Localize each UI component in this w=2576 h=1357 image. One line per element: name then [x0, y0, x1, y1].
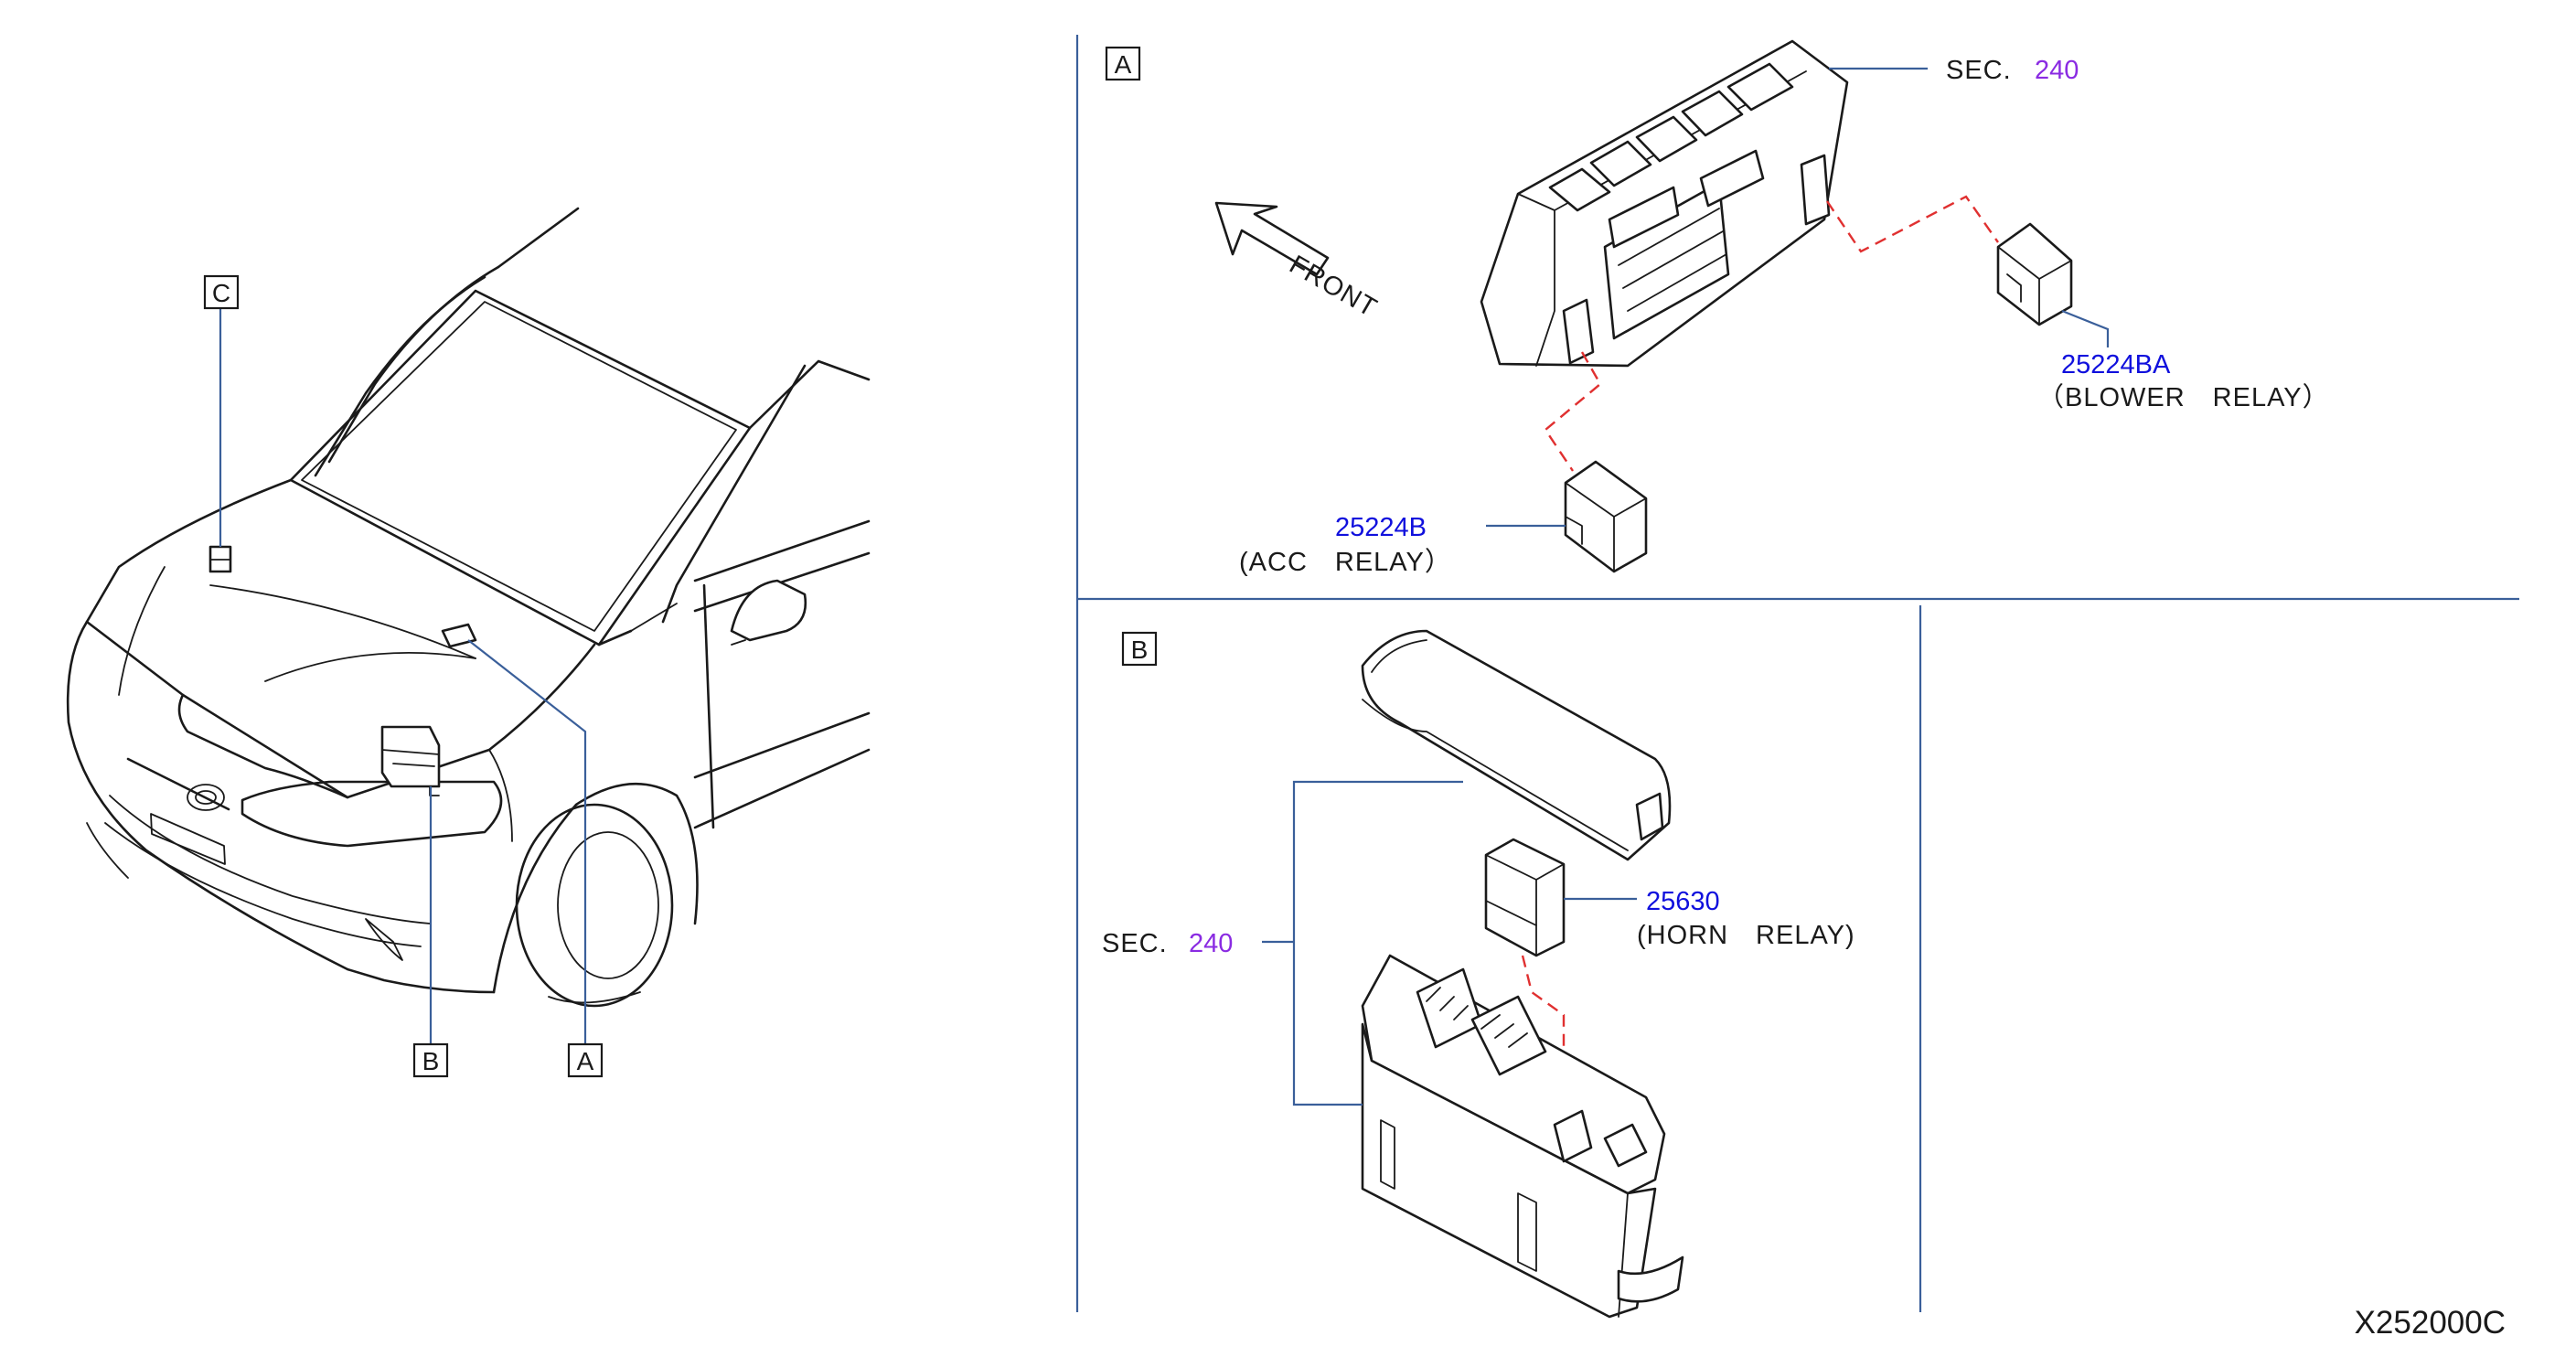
svg-text:（BLOWER RELAY）: （BLOWER RELAY） — [2037, 383, 2330, 412]
svg-text:SEC.: SEC. — [1946, 56, 2012, 85]
sec-b-bracket — [1292, 780, 1463, 1106]
blower-connection — [1826, 195, 1999, 253]
front-label: FRONT — [1285, 250, 1383, 323]
svg-text:B: B — [422, 1047, 440, 1075]
svg-text:A: A — [577, 1047, 594, 1075]
panel-dividers — [1075, 35, 2519, 1312]
blower-relay — [1996, 222, 2073, 326]
callout-c: C — [203, 274, 240, 310]
vehicle-illustration — [66, 207, 871, 1008]
figure-code: X252000C — [2355, 1305, 2506, 1341]
panel-a-label: A — [1105, 46, 1141, 81]
horn-relay — [1484, 838, 1566, 957]
acc-connection — [1544, 351, 1602, 472]
panel-b-label: B — [1121, 631, 1158, 667]
sec-ref-a: SEC. 240 — [1946, 56, 2079, 85]
sec-ref-b: SEC. 240 — [1102, 929, 1233, 958]
callout-b: B — [412, 1042, 449, 1078]
blower-relay-socket — [1800, 154, 1831, 226]
vehicle-leaders — [219, 308, 587, 1044]
blower-leader — [2061, 309, 2110, 347]
svg-text:C: C — [212, 279, 230, 307]
svg-text:25630: 25630 — [1646, 887, 1720, 916]
svg-text:A: A — [1115, 50, 1132, 79]
horn-relay-socket — [1553, 1109, 1593, 1163]
front-direction-arrow: FRONT — [1214, 201, 1383, 323]
svg-text:(HORN RELAY): (HORN RELAY) — [1637, 921, 1855, 950]
component-b-marker — [380, 725, 441, 788]
blower-relay-callout: 25224BA （BLOWER RELAY） — [2037, 350, 2330, 412]
horn-relay-callout: 25630 (HORN RELAY) — [1637, 887, 1855, 950]
acc-relay-callout: 25224B (ACC RELAY） — [1239, 513, 1452, 577]
acc-relay-socket — [1562, 298, 1595, 365]
acc-relay — [1564, 460, 1648, 573]
fuse-box-cover — [1361, 629, 1672, 861]
svg-text:B: B — [1131, 636, 1149, 664]
svg-text:(ACC RELAY）: (ACC RELAY） — [1239, 548, 1452, 577]
callout-a: A — [567, 1042, 604, 1078]
svg-text:25224BA: 25224BA — [2061, 350, 2171, 379]
fuse-box-body — [1361, 954, 1684, 1319]
fuse-block-a — [1480, 39, 1849, 368]
svg-text:240: 240 — [2035, 56, 2079, 85]
svg-text:240: 240 — [1189, 929, 1233, 958]
component-a-marker — [441, 623, 477, 648]
svg-text:SEC.: SEC. — [1102, 929, 1168, 958]
svg-text:25224B: 25224B — [1335, 513, 1427, 542]
